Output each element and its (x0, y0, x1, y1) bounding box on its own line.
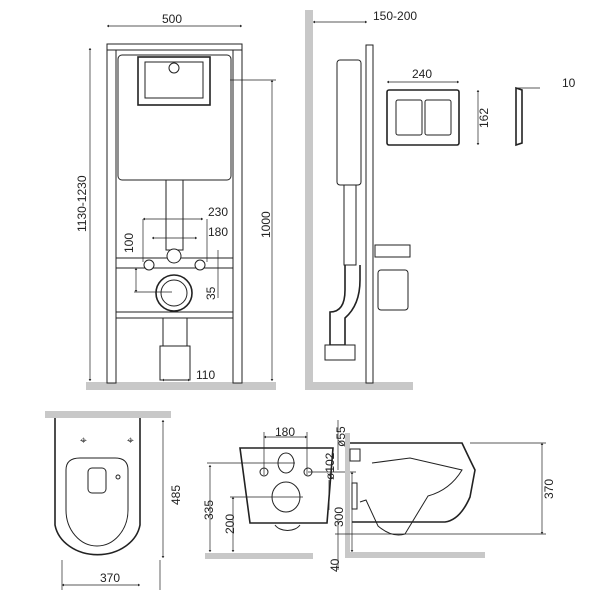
frame-post-right (233, 48, 242, 383)
cistern (118, 55, 231, 180)
mount-hole-right: ⌖ (127, 433, 134, 447)
label-width: 370 (100, 571, 120, 585)
stud-left (144, 260, 154, 270)
bowl-top-view: ⌖ ⌖ 485 370 (45, 411, 183, 590)
wall (305, 10, 313, 390)
bowl-back-view: 180 335 200 300 (202, 425, 356, 559)
label-bolt-spacing: 180 (275, 425, 295, 439)
frame-side-view: 150-200 (305, 9, 417, 390)
stud-right (195, 260, 205, 270)
drain-stub (160, 346, 190, 380)
bowl-seat (66, 458, 128, 546)
label-button-height: 1000 (259, 211, 273, 238)
frame-post-left (107, 48, 116, 383)
label-230: 230 (208, 205, 228, 219)
frame-front-view: 500 1130-1230 1000 230 180 100 35 110 (75, 12, 276, 390)
floor (345, 552, 485, 558)
flush-pipe (166, 180, 183, 250)
label-110: 110 (196, 368, 215, 382)
frame-post (366, 45, 373, 383)
flush-plate-side (516, 88, 522, 145)
wall (45, 411, 171, 418)
drain-elbow (330, 265, 360, 345)
flush-plate: 240 162 10 (387, 67, 576, 145)
label-335: 335 (202, 500, 216, 520)
wall (345, 433, 350, 553)
label-length: 485 (169, 485, 183, 505)
label-floor-gap: 40 (328, 558, 342, 572)
label-inlet-diameter: ø55 (334, 426, 348, 447)
label-depth: 150-200 (373, 9, 417, 23)
bowl-side-view: 370 ø55 ø102 40 (323, 420, 556, 572)
label-width: 500 (162, 12, 182, 26)
flush-button-left (396, 100, 422, 135)
label-300: 300 (332, 507, 346, 527)
floor (305, 382, 413, 390)
label-200: 200 (223, 514, 237, 534)
frame-top-bar (107, 44, 242, 50)
label-180: 180 (208, 225, 228, 239)
label-plate-width: 240 (412, 67, 432, 81)
label-outlet-diameter: ø102 (323, 452, 337, 480)
label-height-range: 1130-1230 (75, 175, 89, 232)
cistern-side (337, 60, 361, 185)
flush-plate-front (387, 90, 459, 145)
floor (205, 553, 313, 559)
label-height: 370 (542, 479, 556, 499)
label-100: 100 (122, 233, 136, 253)
bowl-side (350, 443, 475, 522)
label-plate-thickness: 10 (562, 76, 576, 90)
flush-button-right (425, 100, 451, 135)
mount-hole-left: ⌖ (80, 433, 87, 447)
label-35: 35 (204, 286, 218, 300)
bowl-interior (360, 458, 462, 535)
label-plate-height: 162 (477, 108, 491, 128)
